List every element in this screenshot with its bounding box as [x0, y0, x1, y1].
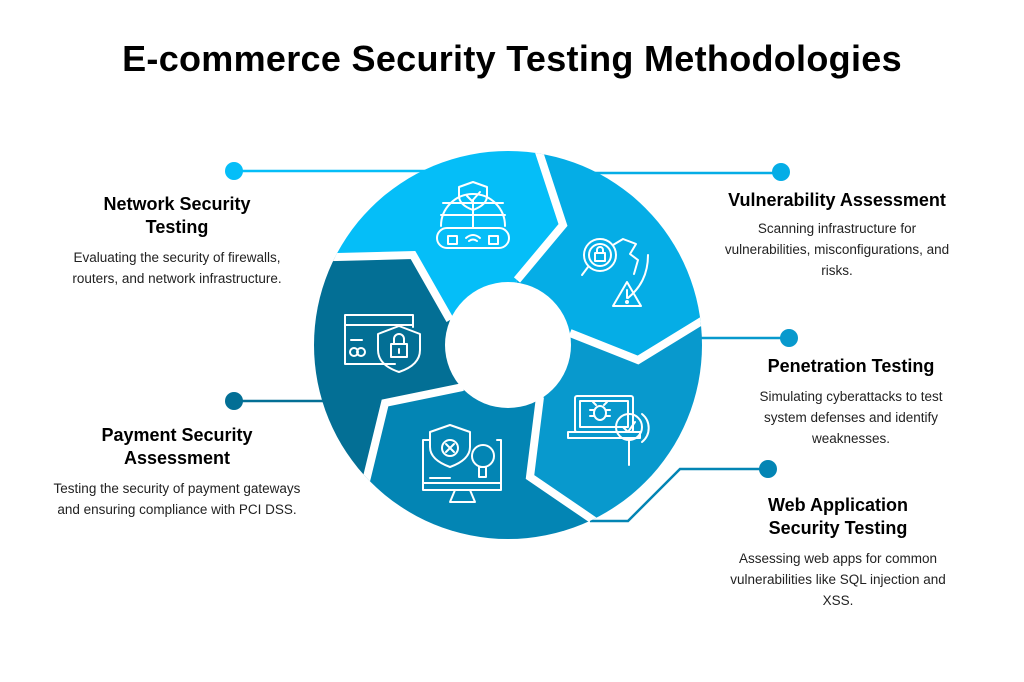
item-description: Testing the security of payment gateways… [53, 481, 301, 517]
item-description: Assessing web apps for common vulnerabil… [730, 551, 946, 608]
item-network: Network Security Testing Evaluating the … [37, 193, 317, 289]
item-description: Scanning infrastructure for vulnerabilit… [724, 221, 950, 278]
dot-vulnerability [772, 163, 790, 181]
dot-penetration [780, 329, 798, 347]
item-heading: Payment Security Assessment [101, 425, 253, 468]
broken-shield-warning-icon [581, 238, 649, 307]
item-heading: Web Application Security Testing [767, 495, 908, 538]
segment-payment [314, 255, 508, 539]
globe-shield-icon [436, 181, 510, 249]
item-penetration: Penetration Testing Simulating cyberatta… [711, 355, 991, 449]
credit-card-lock-icon [344, 314, 421, 373]
segment-penetration [508, 248, 702, 539]
dot-network [225, 162, 243, 180]
segment-web-app [320, 345, 702, 539]
item-description: Simulating cyberattacks to test system d… [759, 389, 943, 446]
dot-web-app [759, 460, 777, 478]
item-payment: Payment Security Assessment Testing the … [37, 424, 317, 520]
connector-web-app [590, 467, 768, 523]
monitor-shield-icon [422, 424, 502, 503]
item-heading: Penetration Testing [767, 356, 935, 376]
item-vulnerability: Vulnerability Assessment Scanning infras… [697, 189, 977, 281]
item-heading: Network Security Testing [103, 194, 251, 237]
page-title: E-commerce Security Testing Methodologie… [122, 38, 902, 79]
item-heading: Vulnerability Assessment [728, 190, 946, 210]
item-description: Evaluating the security of firewalls, ro… [72, 250, 282, 286]
laptop-bug-magnifier-icon [567, 395, 650, 466]
center-hole [445, 282, 571, 408]
dot-payment [225, 392, 243, 410]
item-web-app: Web Application Security Testing Assessi… [698, 494, 978, 611]
